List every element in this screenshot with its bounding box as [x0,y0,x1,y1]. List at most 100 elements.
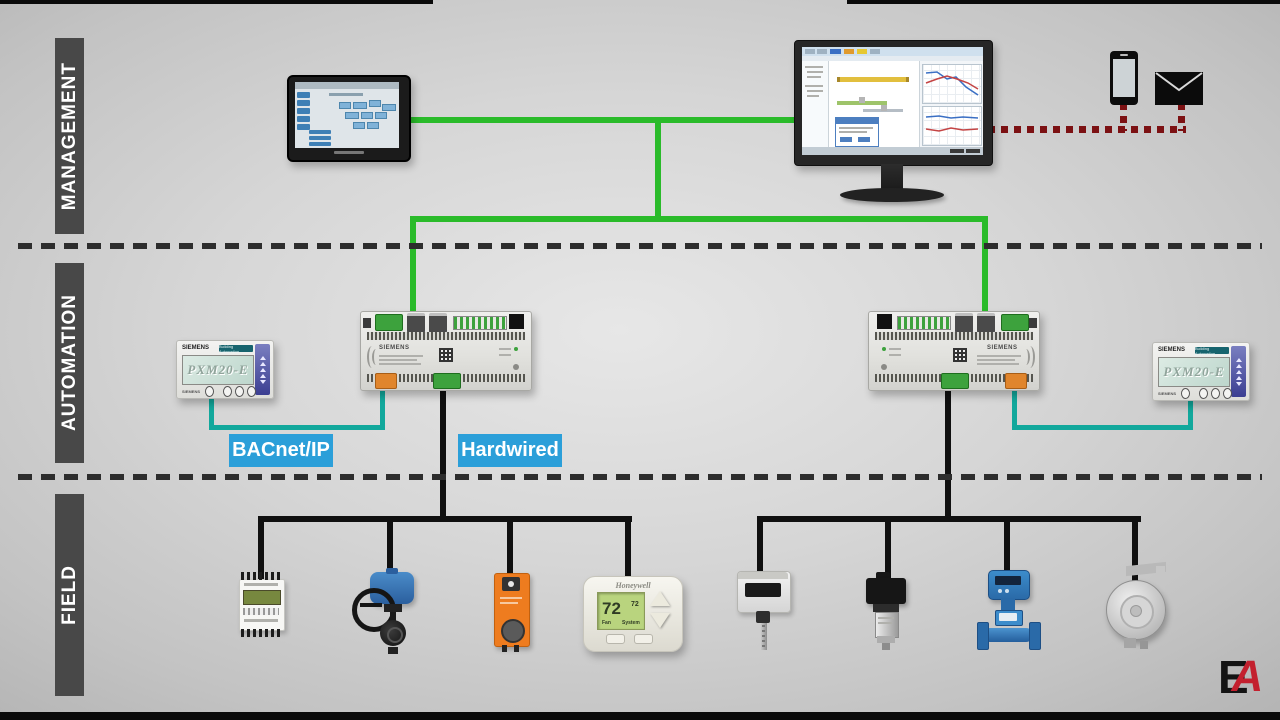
drop-flow-meter [1004,516,1010,582]
plant-pipe-yellow [837,77,909,82]
logo-letter-e: E [1218,651,1249,703]
remote-alert-drop-phone [1120,103,1127,131]
duct-sensor [737,571,791,651]
tree-item [807,90,823,92]
io-terminal [941,373,969,389]
pxm-button [1181,388,1190,399]
label-line [977,359,1015,361]
toolbar-button [844,49,854,54]
panel-title-bar [329,93,363,96]
toolbar-button [830,49,841,54]
damper-terminal [502,645,507,652]
panel-menu-button [297,124,310,130]
pxm-keypad [255,344,270,395]
field-bus-left [258,516,632,522]
process-hex [877,636,895,643]
up-arrow-key [1235,357,1242,362]
fan-label: Fan [602,620,611,626]
automation-bus-line [410,216,988,222]
trend-chart-bottom [922,106,982,146]
valve-foot [388,647,398,654]
design-arc [367,346,377,368]
usb-port [877,314,892,329]
bacnet-link-right-run [1012,425,1193,430]
service-button [881,364,887,370]
meter-terminals-bottom [241,629,281,637]
status-button [950,149,964,153]
flow-neck [1001,598,1015,610]
panel-menu-button [297,108,310,114]
layer-bar-automation: AUTOMATION [55,263,84,463]
tree-item [807,76,821,78]
up-arrow-key [259,367,266,372]
automation-bus-drop-right [982,216,988,316]
flow-button [998,589,1002,593]
label-line [977,355,1021,357]
pxm-tagline: Building Automation [1195,346,1229,356]
hardwired-text: Hardwired [461,439,559,461]
panel-menu-button [297,100,310,106]
remote-alert-drop-email [1178,103,1185,131]
label-line [977,363,1019,365]
info-box-header [836,118,878,124]
management-bus-drop [655,117,661,222]
hardwired-label: Hardwired [458,434,562,467]
pressure-switch [1100,561,1170,654]
sensor-display [745,583,781,597]
connector-head [866,578,906,604]
flow-node [361,112,373,119]
separator-automation-field [18,474,1262,480]
flow-button [1005,589,1009,593]
thermostat-brand: Honeywell [615,581,651,590]
valve-stem [390,612,396,621]
panel-action-bar [309,142,331,146]
valve-coupling [384,604,402,612]
ethernet-port [429,313,447,333]
pxm-button [1211,388,1220,399]
toolbar-button [857,49,867,54]
meter-label-row [244,583,278,586]
bacnet-terminal [1005,373,1027,389]
bms-status-bar [802,147,983,155]
process-tip [882,643,890,650]
monitor-frame [794,40,993,166]
ea-logo: E A [1218,651,1280,706]
layer-bar-field: FIELD [55,494,84,696]
tree-item [807,95,819,97]
meter-screw-row [243,608,279,615]
layer-bar-management: MANAGEMENT [55,38,84,234]
pxm-brand: SIEMENS [1158,347,1186,353]
layer-label-automation: AUTOMATION [58,294,80,432]
meter-body [239,579,285,631]
pxm-button [205,386,214,397]
panel-menu-button [297,92,310,98]
bms-subtoolbar [802,56,983,61]
switch-fitting [1124,638,1136,648]
design-arc [1022,349,1030,365]
flow-node [353,122,365,129]
pxm-model-text: PXM20-E [1163,364,1225,379]
energy-meter [237,572,285,637]
pxm-button [1199,388,1208,399]
motor-cap [386,568,398,574]
usb-port [509,314,524,329]
current-temperature: 72 [602,599,621,618]
info-box-row [839,127,873,129]
monitor-stand-neck [881,164,903,192]
transmitter-body [875,612,899,638]
touch-panel-chin [334,151,364,154]
label-line [889,348,901,350]
handwheel-spoke [360,603,382,607]
valve-disc-ring [387,627,403,643]
flow-node [345,112,359,119]
pxm-brand-small: SIEMENS [182,389,201,394]
info-box-button [840,137,852,142]
io-terminal-strip [453,316,507,330]
panel-action-bar [309,130,331,134]
plant-info-box [835,117,879,147]
flow-meter [977,570,1041,656]
smartphone-icon [1110,51,1138,105]
din-clip [363,318,371,328]
up-arrow-key [1235,363,1242,368]
